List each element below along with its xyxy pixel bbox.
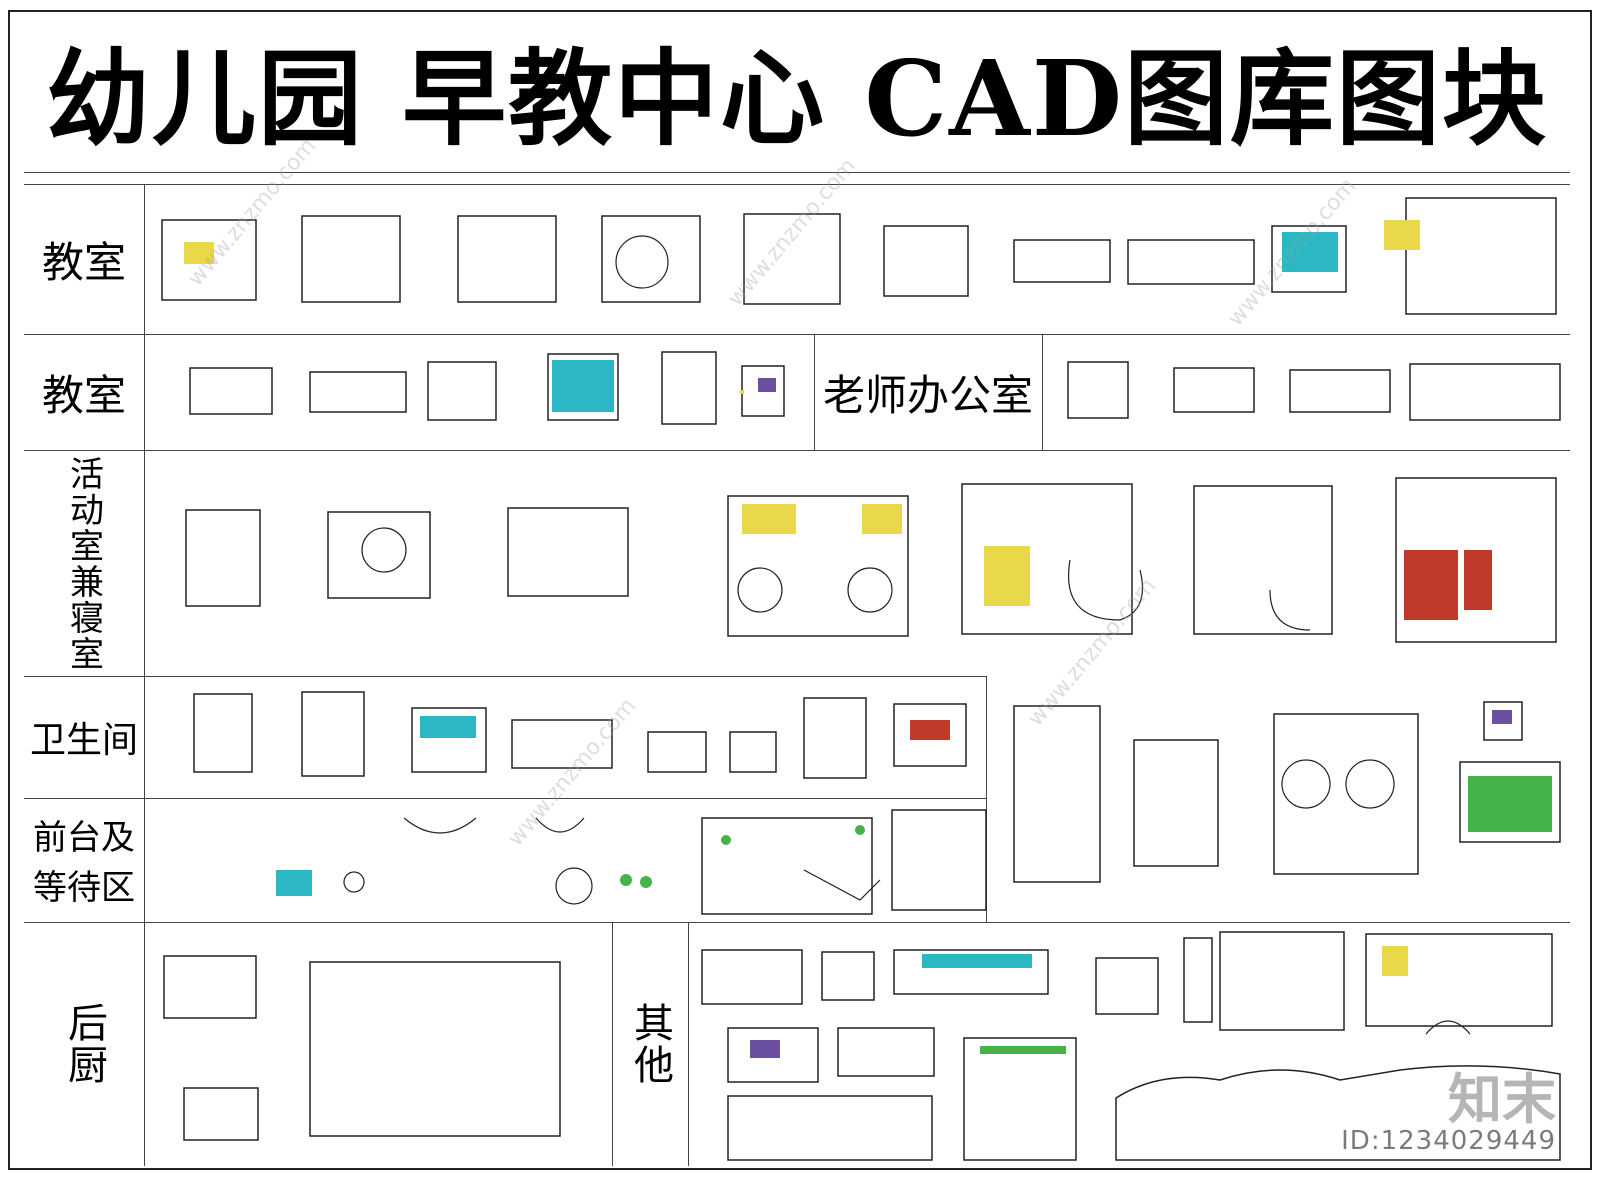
plan-restroom-8 [893, 703, 967, 767]
plan-restroom-3 [411, 707, 487, 773]
divider-title [24, 172, 1570, 173]
label-classroom-1: 教室 [41, 237, 126, 287]
plan-activity-2 [327, 511, 431, 599]
plan-classroom-2 [301, 215, 401, 303]
plan-restroom-13 [1459, 761, 1561, 843]
label-kitchen: 后厨 [61, 1002, 107, 1086]
plan-classroom-8 [1127, 239, 1255, 285]
plan-activity-6 [1193, 485, 1333, 635]
arc-seating-2 [1269, 589, 1311, 631]
plan-restroom-12 [1483, 701, 1523, 741]
outer-frame [8, 10, 1592, 1170]
round-table-3 [737, 567, 783, 613]
reception-desk-3 [803, 869, 881, 901]
plan-classroom-7 [1013, 239, 1111, 283]
plan-other-4 [1095, 957, 1159, 1015]
plan-reception-1 [701, 817, 873, 915]
label-reception-2: 等待区 [33, 867, 135, 908]
round-table-2 [361, 527, 407, 573]
plan-activity-4 [727, 495, 909, 637]
round-table-1 [615, 235, 669, 289]
id-watermark: ID:1234029449 [1341, 1126, 1556, 1156]
plan-other-2 [821, 951, 875, 1001]
round-table-8 [343, 871, 365, 893]
divider-row1 [24, 334, 1570, 335]
plan-restroom-7 [803, 697, 867, 779]
plan-other-6 [1219, 931, 1345, 1031]
label-other: 其他 [627, 1002, 673, 1086]
plan-classroom-1 [161, 219, 257, 301]
divider-office-2 [1042, 334, 1043, 450]
plan-restroom-1 [193, 693, 253, 773]
plan-classroom-14 [547, 353, 619, 421]
arc-seating-1 [1068, 559, 1144, 621]
divider-kitchen-other [612, 922, 613, 1166]
label-activity-sleep: 活动室兼寝室 [63, 456, 104, 672]
plan-office-2 [1173, 367, 1255, 413]
round-table-4 [847, 567, 893, 613]
arc-other [1425, 1020, 1471, 1035]
divider-row2 [24, 450, 1570, 451]
plan-other-12 [1115, 1065, 1561, 1161]
label-reception-1: 前台及 [33, 817, 135, 858]
round-table-6 [1345, 759, 1395, 809]
label-classroom-2: 教室 [41, 370, 126, 420]
plan-classroom-15 [661, 351, 717, 425]
round-table-5 [1281, 759, 1331, 809]
brand-watermark: 知末 [1448, 1068, 1556, 1131]
reception-desk-1 [403, 817, 477, 834]
plan-classroom-11 [189, 367, 273, 415]
divider-row5 [24, 922, 1570, 923]
plan-activity-5 [961, 483, 1133, 635]
plan-other-1 [701, 949, 803, 1005]
plan-other-3 [893, 949, 1049, 995]
divider-office [814, 334, 815, 450]
plan-office-1 [1067, 361, 1129, 419]
plan-office-4 [1409, 363, 1561, 421]
plan-other-9 [837, 1027, 935, 1077]
plan-classroom-10 [1405, 197, 1557, 315]
plan-restroom-4 [511, 719, 613, 769]
divider-title-2 [24, 184, 1570, 185]
reception-desk-2 [535, 817, 585, 833]
plan-restroom-6 [729, 731, 777, 773]
divider-restroom-right [986, 676, 987, 922]
plan-kitchen-2 [309, 961, 561, 1137]
plan-restroom-9 [1013, 705, 1101, 883]
plan-restroom-11 [1273, 713, 1419, 875]
label-teacher-office: 老师办公室 [822, 370, 1033, 420]
plan-restroom-2 [301, 691, 365, 777]
plan-other-8 [727, 1027, 819, 1083]
plan-classroom-6 [883, 225, 969, 297]
plan-other-5 [1183, 937, 1213, 1023]
plan-activity-7 [1395, 477, 1557, 643]
page-title: 幼儿园 早教中心 CAD图库图块 [45, 36, 1549, 160]
divider-row4 [24, 798, 986, 799]
plan-activity-1 [185, 509, 261, 607]
plan-other-10 [727, 1095, 933, 1161]
plan-office-3 [1289, 369, 1391, 413]
plan-classroom-12 [309, 371, 407, 413]
plan-restroom-5 [647, 731, 707, 773]
plan-other-7 [1365, 933, 1553, 1027]
plan-classroom-5 [743, 213, 841, 305]
label-restroom: 卫生间 [29, 720, 138, 761]
plan-classroom-13 [427, 361, 497, 421]
round-table-7 [555, 867, 593, 905]
plan-restroom-10 [1133, 739, 1219, 867]
plan-activity-3 [507, 507, 629, 597]
divider-label-col [144, 184, 145, 1166]
divider-row3 [24, 676, 986, 677]
plan-kitchen-3 [183, 1087, 259, 1141]
plan-classroom-4 [601, 215, 701, 303]
plan-reception-2 [891, 809, 987, 911]
plan-classroom-9 [1271, 225, 1347, 293]
plan-classroom-3 [457, 215, 557, 303]
plan-other-11 [963, 1037, 1077, 1161]
divider-other-label [688, 922, 689, 1166]
plan-kitchen-1 [163, 955, 257, 1019]
